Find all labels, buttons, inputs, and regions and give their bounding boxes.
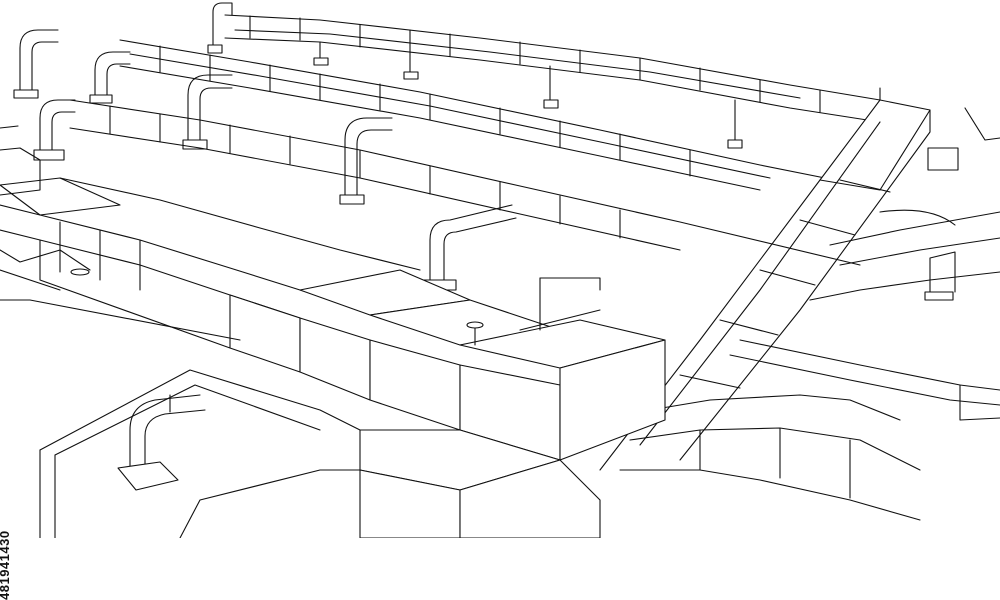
rear-supply-duct	[207, 2, 881, 149]
front-main-duct	[0, 177, 561, 461]
lower-left-room	[0, 299, 361, 538]
ductwork-svg	[0, 2, 1000, 538]
front-box-duct	[359, 277, 666, 538]
stock-id-text: 481941430	[0, 530, 12, 600]
second-supply-duct	[13, 29, 861, 191]
ductwork-line-drawing	[0, 2, 1000, 538]
stock-id-watermark: 481941430	[0, 300, 30, 600]
third-supply-duct	[33, 99, 861, 291]
right-branch-duct	[809, 107, 1000, 301]
left-edge-ducts	[0, 125, 91, 291]
lower-right-duct	[619, 339, 1000, 521]
right-trunk-duct	[599, 87, 959, 471]
